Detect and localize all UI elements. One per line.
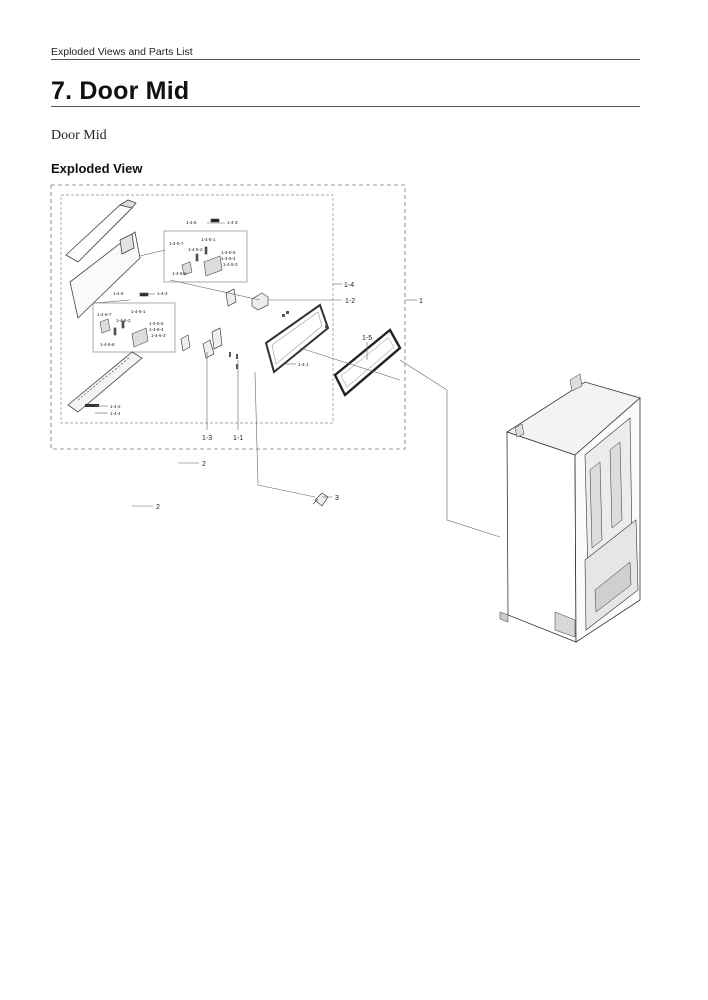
callout-1: 1 — [419, 298, 423, 305]
running-header: Exploded Views and Parts List — [51, 46, 193, 58]
callout-1-4-5-6: 1-4-5-6 — [172, 271, 187, 276]
callout-1-4-5: 1-4-5 — [186, 220, 197, 225]
door-top-cap-part — [65, 199, 137, 263]
callout-1-4-6-5: 1-4-6-5 — [149, 321, 164, 326]
door-mid-frame-part — [264, 303, 330, 374]
door-gasket-part — [333, 328, 402, 397]
upper-hinge-detail-box — [163, 230, 248, 283]
door-bottom-cap-part — [67, 351, 143, 413]
callout-3: 3 — [335, 495, 339, 502]
leader-lines — [94, 222, 501, 538]
callout-1-4-3-upper: 1-4-3 — [227, 220, 238, 225]
callout-1-4-1: 1-4-1 — [298, 362, 309, 367]
inner-group-box — [60, 194, 334, 424]
callout-1-4-2: 1-4-2 — [110, 404, 121, 409]
callout-1-4-6-7: 1-4-6-7 — [97, 312, 112, 317]
callout-1-4-5-1: 1-4-5-1 — [201, 237, 216, 242]
callout-1-4-6: 1-4-6 — [113, 291, 124, 296]
callout-1-4-6-4: 1-4-6-4 — [149, 327, 164, 332]
callout-1-4-6-6: 1-4-6-6 — [100, 342, 115, 347]
header-rule — [51, 59, 640, 60]
title-rule — [51, 106, 640, 107]
upper-detail-callouts: 1-4-5 1-4-3 1-4-5-1 1-4-5-7 1-4-5-2 1-4-… — [169, 220, 238, 276]
screws-part — [229, 311, 327, 369]
callout-1-4-3-lower: 1-4-3 — [157, 291, 168, 296]
hinge-bracket-part — [180, 288, 269, 359]
lower-hinge-detail-parts — [99, 292, 149, 348]
lower-detail-callouts: 1-4-6 1-4-3 1-4-6-1 1-4-6-7 1-4-6-2 1-4-… — [97, 291, 168, 347]
callout-1-4-5-3: 1-4-5-3 — [223, 262, 238, 267]
lower-hinge-detail-box — [92, 302, 176, 353]
other-callouts: 1-4-1 1-4-2 1-4-4 — [110, 362, 309, 416]
part-callouts: 1 1-1 1-2 1-3 1-4 1-5 2 2 3 — [156, 282, 423, 511]
callout-1-4-4: 1-4-4 — [110, 411, 121, 416]
callout-1-4-5-2: 1-4-5-2 — [188, 247, 203, 252]
page-subtitle: Door Mid — [51, 128, 107, 143]
callout-1-4-6-1: 1-4-6-1 — [131, 309, 146, 314]
callout-1-3: 1-3 — [202, 435, 212, 442]
outer-group-box — [50, 184, 406, 450]
callout-2a: 2 — [202, 461, 206, 468]
door-side-cover-part — [69, 231, 141, 319]
callout-1-4-5-4: 1-4-5-4 — [221, 256, 236, 261]
callout-1-4-6-3: 1-4-6-3 — [151, 333, 166, 338]
loose-bracket-part — [312, 492, 329, 507]
callout-2b: 2 — [156, 504, 160, 511]
callout-1-1: 1-1 — [233, 435, 243, 442]
callout-1-4-6-2: 1-4-6-2 — [116, 318, 131, 323]
upper-hinge-detail-parts — [181, 218, 223, 277]
callout-1-4: 1-4 — [344, 282, 354, 289]
callout-1-2: 1-2 — [345, 298, 355, 305]
callout-1-4-5-5: 1-4-5-5 — [221, 250, 236, 255]
callout-1-4-5-7: 1-4-5-7 — [169, 241, 184, 246]
page-title: 7. Door Mid — [51, 77, 190, 105]
refrigerator-cabinet — [499, 373, 641, 643]
exploded-view-heading: Exploded View — [51, 161, 143, 176]
callout-1-5: 1-5 — [362, 335, 372, 342]
